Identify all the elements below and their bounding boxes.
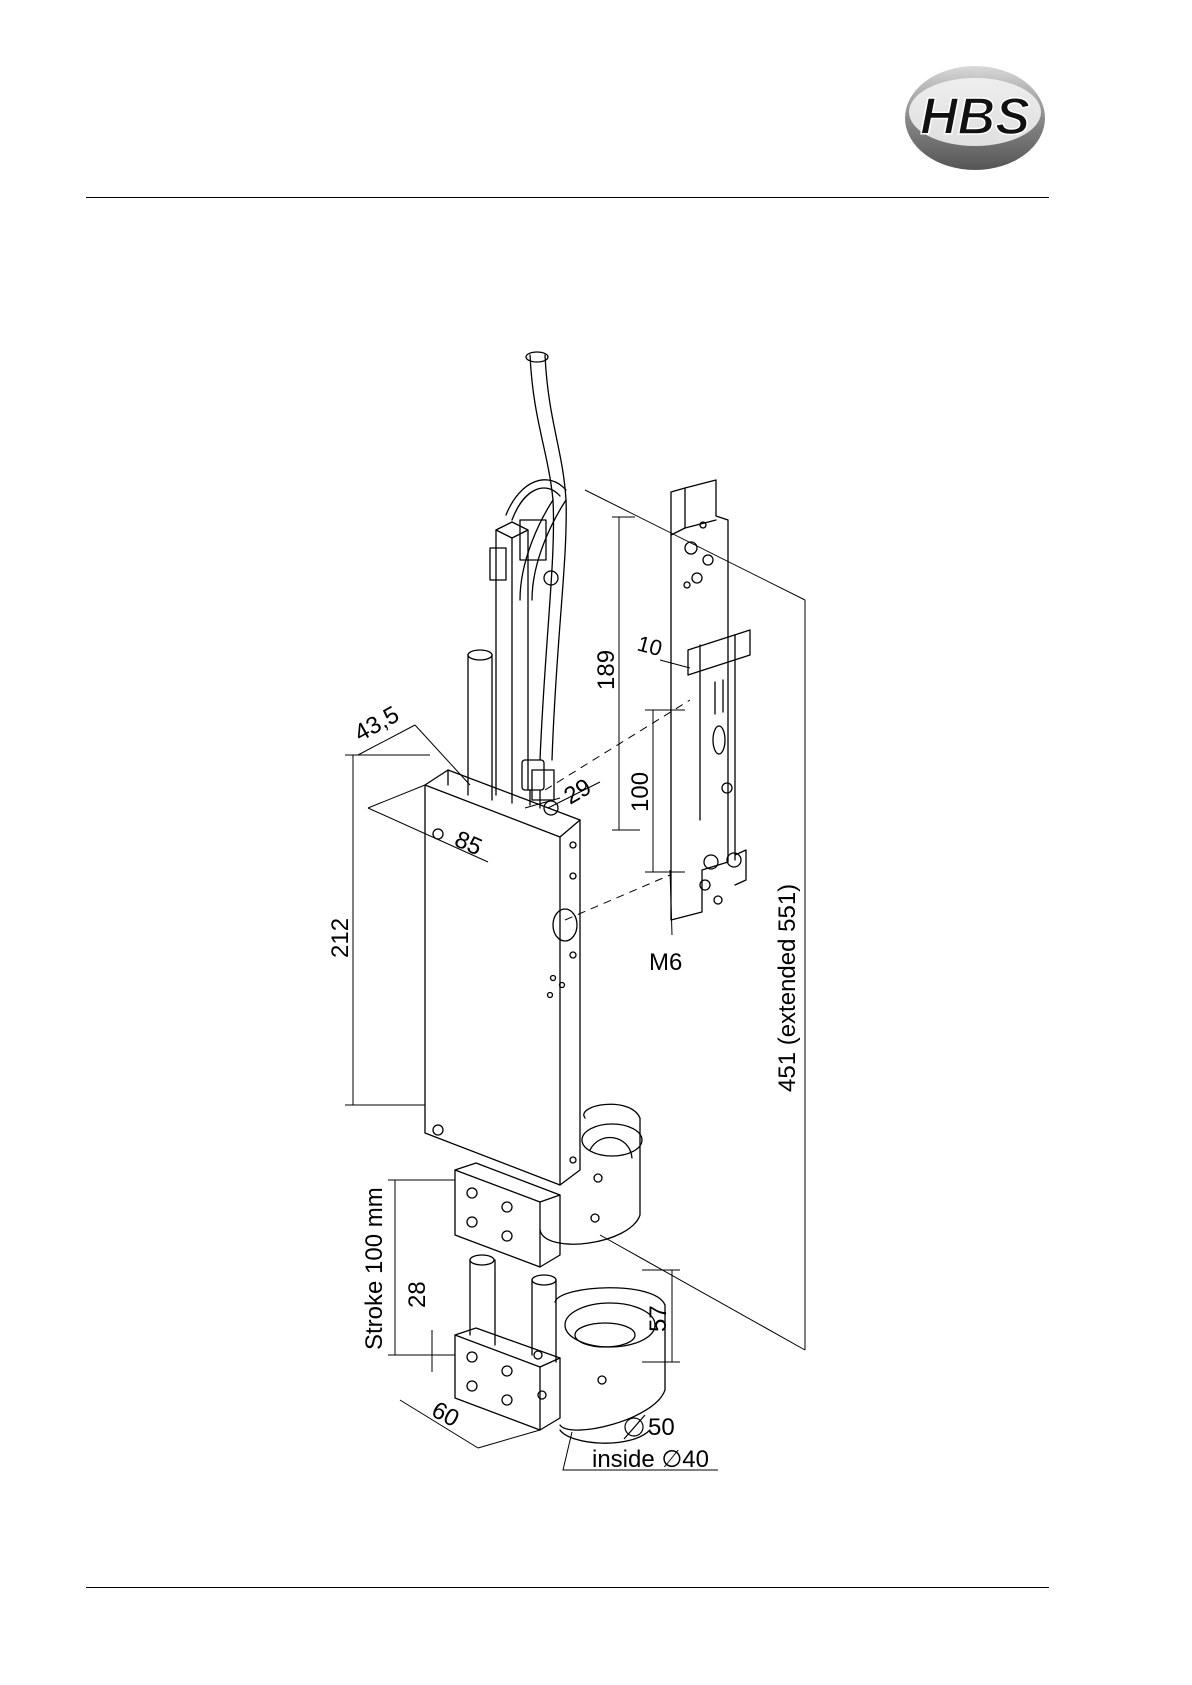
mounting-plate: [671, 480, 750, 920]
dim-57: 57: [645, 1305, 672, 1332]
dim-189: 189: [593, 650, 620, 690]
dim-43-5: 43,5: [350, 701, 404, 747]
dim-total-length: 451 (extended 551): [774, 884, 801, 1092]
dim-stroke: Stroke 100 mm: [361, 1187, 388, 1350]
cable-bundle: [506, 352, 566, 760]
dim-10: 10: [635, 631, 665, 661]
dimension-lines: [345, 490, 805, 1470]
lower-fitting: [522, 760, 544, 808]
pneumatic-cylinder: [490, 520, 558, 815]
dimension-labels: 43,5 85 29 212 189 10 100 M6 451 (extend…: [327, 631, 801, 1473]
dim-212: 212: [327, 918, 354, 958]
lower-clamp-block: [455, 1328, 560, 1430]
dim-28: 28: [404, 1281, 431, 1308]
dim-60: 60: [427, 1396, 463, 1432]
upper-tube-receiver: [540, 1104, 642, 1244]
outer-diameter-label: 50: [624, 1414, 675, 1441]
svg-text:50: 50: [648, 1414, 675, 1441]
thread-label: M6: [649, 949, 682, 976]
dim-100: 100: [627, 772, 654, 812]
inside-diameter-label: inside ∅40: [592, 1446, 709, 1473]
dim-29: 29: [560, 773, 597, 810]
dim-85: 85: [451, 826, 486, 862]
guide-rod: [468, 650, 492, 800]
alignment-lines: [545, 700, 690, 920]
main-housing: [425, 770, 580, 1185]
